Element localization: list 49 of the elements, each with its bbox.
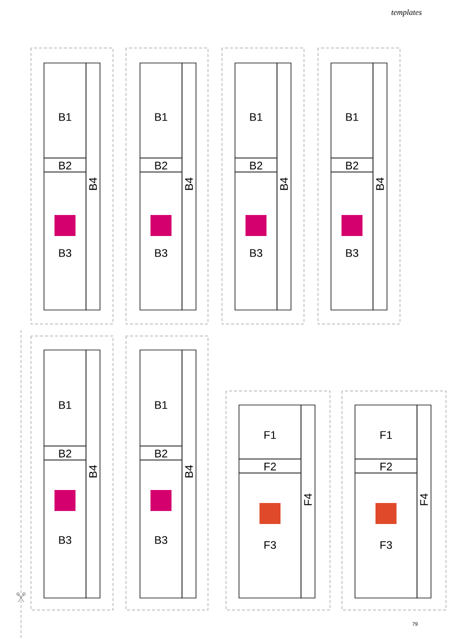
fabric-square (54, 215, 76, 236)
template-piece: F1 (354, 404, 418, 460)
cutting-outline (342, 390, 446, 610)
template-piece: B2 (140, 158, 182, 172)
template-piece: B4 (372, 62, 388, 310)
cutting-outline (318, 48, 400, 324)
template-piece: B2 (330, 158, 374, 172)
cutting-outline (126, 336, 208, 610)
template-piece: B3 (140, 172, 182, 310)
fabric-square (150, 215, 172, 236)
template-piece: B3 (330, 172, 374, 310)
template-piece: B4 (182, 62, 196, 310)
template-piece: F3 (354, 472, 418, 598)
template-piece: B4 (276, 62, 292, 310)
fabric-square (342, 215, 362, 236)
template-piece: B2 (234, 158, 278, 172)
cutting-outline (222, 48, 304, 324)
fabric-square (376, 503, 396, 524)
cutting-outline (30, 336, 114, 610)
template-piece: B1 (44, 350, 86, 446)
template-piece: B4 (182, 350, 196, 598)
template-piece: B3 (234, 172, 278, 310)
template-piece: B1 (44, 62, 86, 158)
template-piece: B3 (140, 460, 182, 598)
template-piece: B3 (44, 460, 86, 598)
fabric-square (246, 215, 266, 236)
template-piece: F2 (238, 458, 302, 474)
template-piece: F4 (300, 404, 316, 598)
template-piece: B2 (44, 446, 86, 460)
template-piece: B1 (330, 62, 374, 158)
template-piece: F3 (238, 472, 302, 598)
cutting-outline (30, 48, 114, 324)
template-piece: B1 (234, 62, 278, 158)
fabric-square (150, 490, 172, 511)
fabric-square (260, 503, 280, 524)
template-piece: B1 (140, 62, 182, 158)
template-piece: F1 (238, 404, 302, 460)
template-piece: B4 (86, 62, 100, 310)
template-piece: F2 (354, 458, 418, 474)
template-piece: B3 (44, 172, 86, 310)
header-text: templates (392, 9, 422, 17)
fabric-square (54, 490, 76, 511)
template-piece: B2 (44, 158, 86, 172)
cutting-outline (126, 48, 208, 324)
template-piece: F4 (416, 404, 432, 598)
cutting-outline (226, 390, 330, 610)
template-piece: B2 (140, 446, 182, 460)
template-piece: B1 (140, 350, 182, 446)
template-piece: B4 (86, 350, 100, 598)
